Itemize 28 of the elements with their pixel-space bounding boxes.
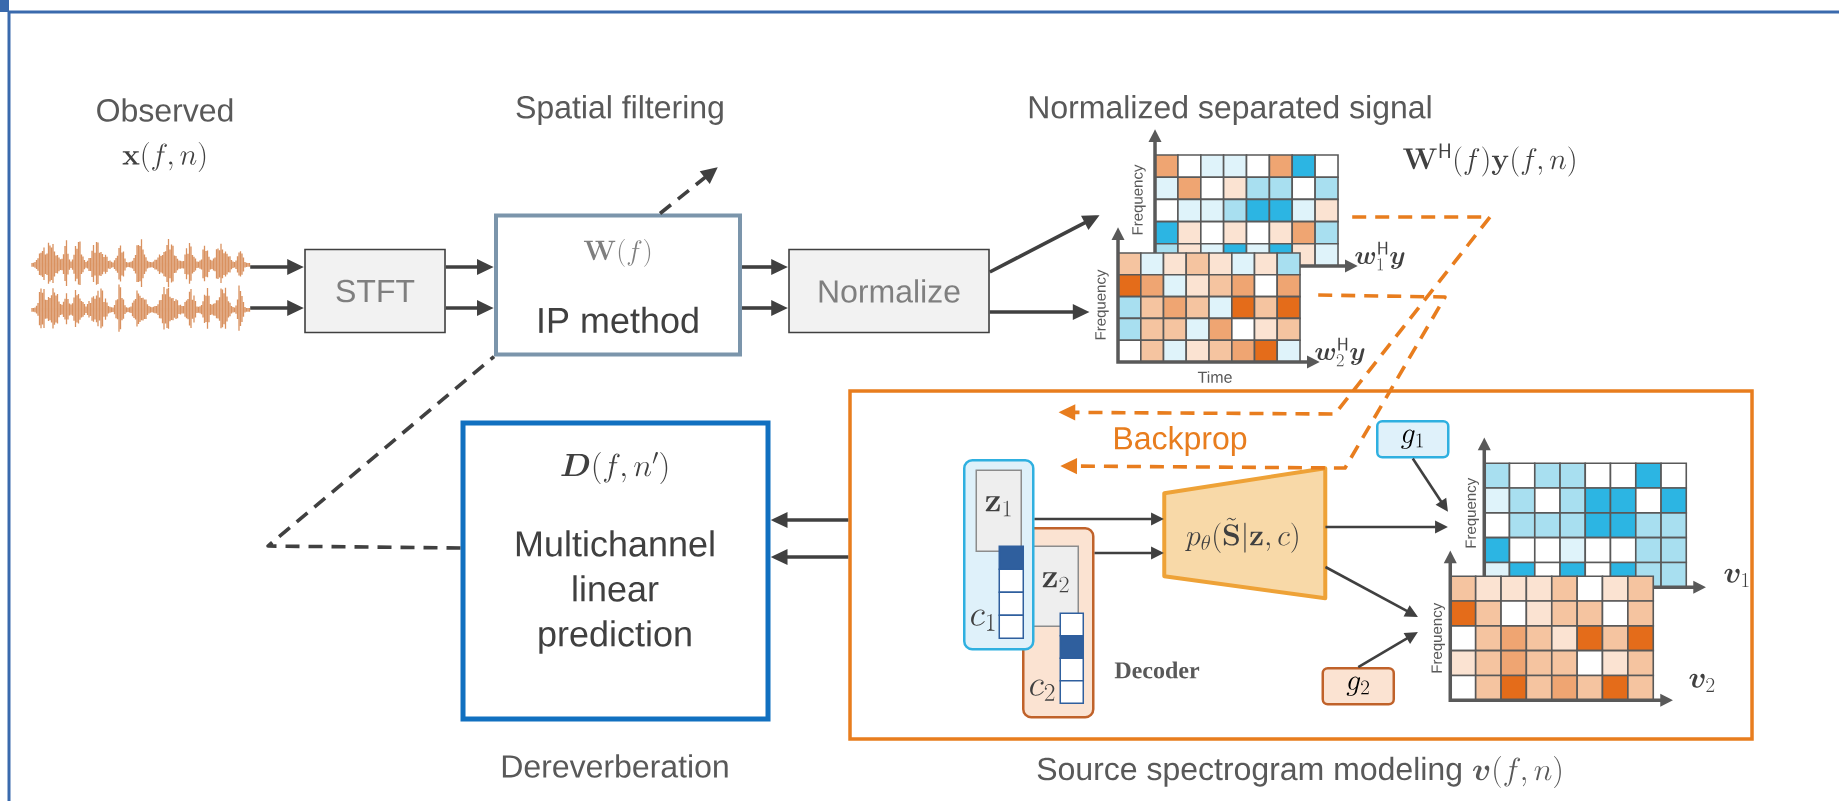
stage-title: Spatial filtering (516, 95, 723, 125)
axis-label: Frequency (1132, 164, 1146, 235)
gain-box: $g_1$ (1376, 420, 1450, 459)
formula-label: $\mathbf{W}^{\mathsf{H}}(f)\mathbf{y}(f,n)$ (1403, 143, 1575, 177)
formula-label: $\boldsymbol{v}_1$ (1724, 568, 1749, 587)
axis-label: Frequency (1095, 269, 1109, 340)
process-box: $\boldsymbol{D}(f,n')$ Multichannel linear prediction (460, 420, 771, 722)
formula-label: $\boldsymbol{w}_1^{\mathsf{H}}\boldsymbol{y}$ (1355, 241, 1405, 271)
waveform-drawing (31, 238, 251, 333)
latent-group: $\mathbf{z}_1$ $c_1$ (963, 459, 1035, 651)
process-box: $\mathbf{W}(f)$ IP method (494, 213, 742, 357)
axis-label: Frequency (1431, 602, 1445, 673)
caption-text: Observed (97, 98, 233, 122)
axis-label: Time (1197, 371, 1232, 383)
annotation-text: Backprop (1115, 426, 1247, 456)
axis-label: Frequency (1465, 477, 1479, 548)
caption-text: Decoder (1114, 661, 1200, 679)
formula-label: $\boldsymbol{v}_2$ (1689, 673, 1715, 692)
process-box: STFT (304, 248, 446, 334)
formula-label: $\mathbf{x}(f,n)$ (122, 142, 206, 172)
panel-title: Source spectrogram modeling $\boldsymbol{v}(f,n)$ (1037, 756, 1561, 788)
dashed-connector-line (266, 355, 496, 550)
decoder-trapezoid: $p_\theta(\tilde{\mathbf{S}}|\mathbf{z},c)$ (1162, 466, 1328, 601)
process-box: Normalize (788, 248, 990, 334)
gain-box: $g_2$ (1321, 667, 1395, 706)
section-title: Normalized separated signal (1029, 95, 1431, 125)
formula-label: $\boldsymbol{w}_2^{\mathsf{H}}\boldsymbol{y}$ (1315, 337, 1365, 367)
stage-title: Dereverberation (502, 754, 728, 778)
